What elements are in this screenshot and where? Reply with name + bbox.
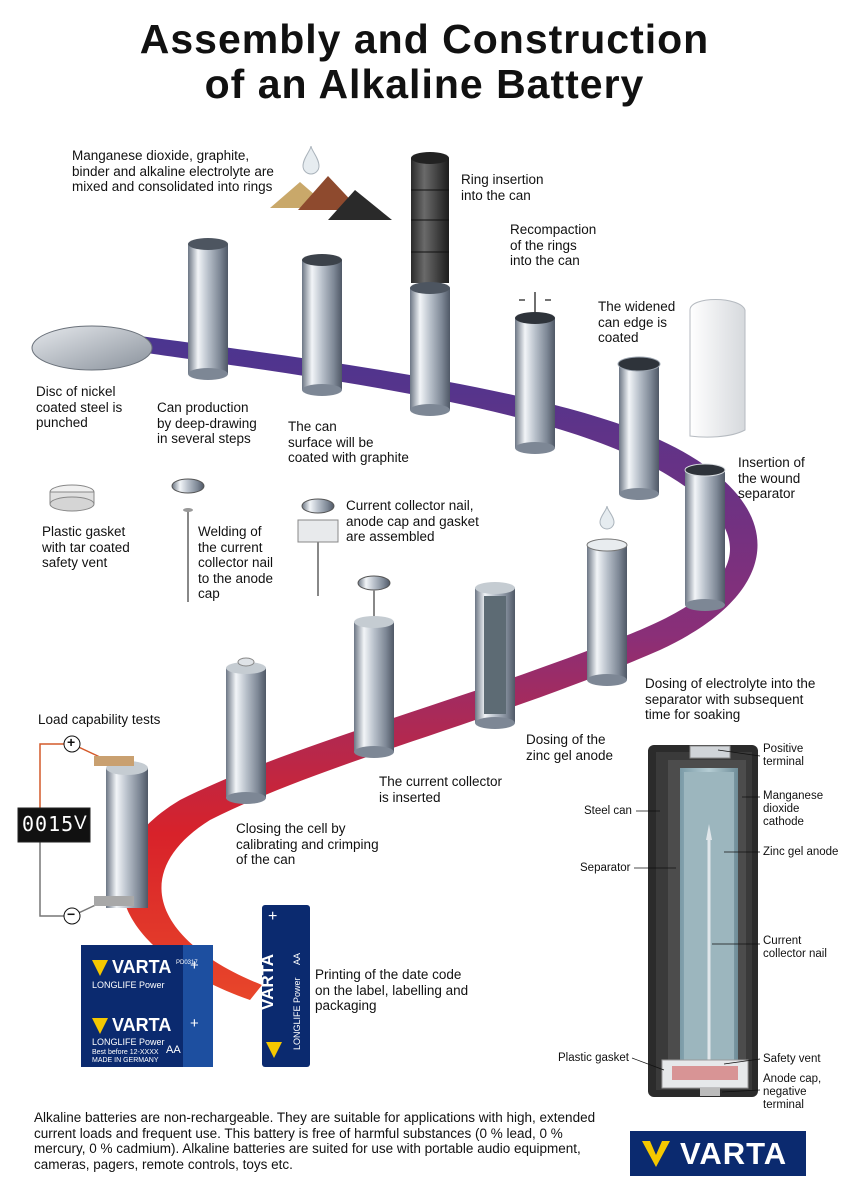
cutaway-plastic-gasket: Plastic gasket bbox=[558, 1052, 629, 1064]
cutaway-steel-can: Steel can bbox=[584, 805, 632, 817]
label-zinc-gel: Dosing of the zinc gel anode bbox=[526, 732, 614, 763]
cell-plus-icon: + bbox=[268, 908, 278, 925]
cutaway-zinc-gel-anode: Zinc gel anode bbox=[763, 846, 839, 858]
cutaway-current-collector-nail: Current collector nail bbox=[763, 935, 827, 960]
label-separator-insertion: Insertion of the wound separator bbox=[738, 455, 805, 501]
blister-pack bbox=[81, 945, 213, 1067]
label-mix: Manganese dioxide, graphite, binder and … bbox=[72, 148, 274, 194]
cell-closed bbox=[226, 657, 266, 804]
can-separator bbox=[684, 463, 726, 611]
welded-nail bbox=[171, 478, 205, 602]
title-line-1: Assembly and Construction bbox=[139, 16, 710, 62]
minus-terminal-icon: − bbox=[67, 906, 76, 922]
cutaway-mno2-cathode: Manganese dioxide cathode bbox=[763, 790, 824, 828]
pack-line-bottom: LONGLIFE Power bbox=[92, 1037, 165, 1047]
pack-line-top: LONGLIFE Power bbox=[92, 980, 165, 990]
cell-brand: VARTA bbox=[258, 953, 277, 1010]
can-zinc-gel bbox=[475, 582, 515, 729]
battery-cutaway bbox=[648, 745, 758, 1097]
label-widened-edge: The widened can edge is coated bbox=[598, 299, 676, 345]
pack-brand-bottom: VARTA bbox=[112, 1015, 172, 1035]
pack-size: AA bbox=[166, 1044, 181, 1056]
can-electrolyte bbox=[586, 505, 628, 686]
pack-made-in: MADE IN GERMANY bbox=[92, 1057, 159, 1064]
pack-plus-icon-1: + bbox=[190, 957, 199, 974]
cutaway-leaders bbox=[631, 749, 761, 1093]
cell-size: AA bbox=[292, 952, 302, 965]
cathode-rings bbox=[411, 152, 449, 283]
cutaway-separator: Separator bbox=[580, 862, 631, 874]
label-graphite-coat: The can surface will be coated with grap… bbox=[288, 419, 409, 465]
label-closing: Closing the cell by calibrating and crim… bbox=[236, 821, 379, 867]
can-deep-drawn bbox=[188, 238, 228, 380]
title-line-2: of an Alkaline Battery bbox=[204, 61, 645, 107]
label-gasket: Plastic gasket with tar coated safety ve… bbox=[42, 524, 130, 570]
can-graphite bbox=[302, 254, 342, 396]
steel-disc bbox=[31, 325, 153, 371]
label-printing: Printing of the date code on the label, … bbox=[315, 967, 469, 1013]
cutaway-safety-vent: Safety vent bbox=[763, 1053, 821, 1065]
cell-line: LONGLIFE Power bbox=[292, 977, 302, 1050]
varta-logo: VARTA bbox=[630, 1131, 806, 1176]
separator-paper bbox=[689, 299, 746, 438]
pack-plus-icon-2: + bbox=[190, 1015, 199, 1032]
varta-logo-mark-icon bbox=[642, 1141, 670, 1167]
cutaway-positive-terminal: Positive terminal bbox=[763, 743, 804, 768]
voltmeter-display bbox=[17, 807, 91, 843]
label-recompaction: Recompaction of the rings into the can bbox=[510, 222, 597, 268]
load-test-circuit bbox=[39, 735, 148, 925]
footer-text: Alkaline batteries are non-rechargeable.… bbox=[34, 1110, 596, 1172]
label-welding: Welding of the current collector nail to… bbox=[198, 524, 274, 601]
label-collector-inserted: The current collector is inserted bbox=[379, 774, 503, 805]
can-collector-inserted bbox=[354, 575, 394, 758]
plus-terminal-icon: + bbox=[67, 734, 76, 750]
cutaway-anode-cap: Anode cap, negative terminal bbox=[763, 1073, 822, 1111]
varta-logo-text: VARTA bbox=[680, 1136, 788, 1171]
voltmeter-unit: V bbox=[74, 813, 87, 834]
can-ring-insertion bbox=[410, 282, 450, 416]
label-load-tests: Load capability tests bbox=[38, 712, 161, 727]
label-can-production: Can production by deep-drawing in severa… bbox=[157, 400, 257, 446]
voltmeter-digits: 0015 bbox=[22, 812, 75, 836]
label-disc: Disc of nickel coated steel is punched bbox=[36, 384, 123, 430]
powder-piles bbox=[270, 145, 392, 220]
pack-best-before: Best before 12-XXXX bbox=[92, 1049, 159, 1056]
can-recompaction bbox=[515, 292, 555, 454]
pack-brand-top: VARTA bbox=[112, 957, 172, 977]
collector-assembly bbox=[297, 498, 339, 596]
label-ring-insertion: Ring insertion into the can bbox=[461, 172, 544, 203]
label-electrolyte: Dosing of electrolyte into the separator… bbox=[645, 676, 816, 722]
can-widened-edge bbox=[617, 356, 661, 500]
labelled-cell bbox=[262, 905, 310, 1067]
label-assembled: Current collector nail, anode cap and ga… bbox=[346, 498, 479, 544]
plastic-gasket bbox=[49, 484, 95, 512]
pack-code: PD0317 bbox=[176, 960, 198, 966]
